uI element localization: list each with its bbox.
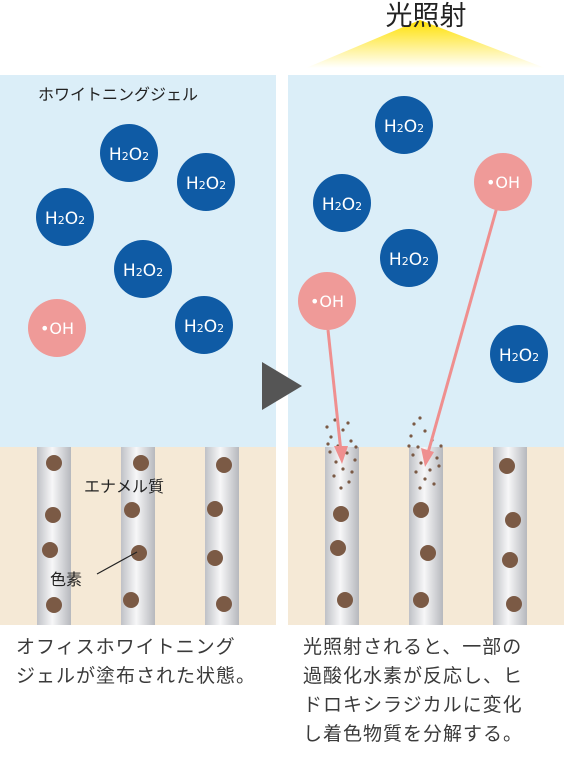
h2o2-molecule: H2O2	[380, 229, 438, 287]
pigment-dot	[131, 545, 147, 561]
light-label: 光照射	[386, 1, 467, 32]
oh-radicals: •OH •OH •OH	[28, 153, 532, 357]
pigment-dot	[499, 458, 515, 474]
h2o2-molecule: H2O2	[36, 188, 94, 246]
svg-text:H2O2: H2O2	[45, 209, 85, 229]
caption-after: 光照射されると、一部の 過酸化水素が反応し、ヒ ドロキシラジカルに変化 し着色物…	[303, 636, 524, 745]
pigment-dot	[42, 542, 58, 558]
oh-radical: •OH	[474, 153, 532, 211]
h2o2-molecule: H2O2	[375, 96, 433, 154]
caption-before: オフィスホワイトニング ジェルが塗布された状態。	[16, 636, 257, 687]
h2o2-molecule: H2O2	[114, 240, 172, 298]
attack-arrow-head	[334, 446, 348, 464]
svg-text:H2O2: H2O2	[184, 317, 224, 337]
pigment-dot	[207, 550, 223, 566]
pigment-dot	[333, 506, 349, 522]
pigment-dot	[505, 512, 521, 528]
pigment-dot	[207, 501, 223, 517]
h2o2-molecule: H2O2	[177, 153, 235, 211]
pigment-dot	[506, 596, 522, 612]
h2o2-molecule: H2O2	[175, 296, 233, 354]
pigment-dot	[124, 502, 140, 518]
svg-text:H2O2: H2O2	[186, 174, 226, 194]
pigment-dot	[46, 455, 62, 471]
pigment-dot	[337, 592, 353, 608]
pigments	[42, 455, 522, 613]
pigment-dot	[502, 552, 518, 568]
pigment-dot	[413, 502, 429, 518]
enamel-tube	[493, 447, 527, 625]
svg-text:H2O2: H2O2	[384, 117, 424, 137]
enamel-tube	[37, 447, 71, 625]
pigment-pointer	[96, 551, 138, 575]
attack-arrow-head	[421, 448, 434, 467]
svg-text:H2O2: H2O2	[123, 261, 163, 281]
h2o2-molecules: H2O2 H2O2 H2O2 H2O2 H2O2 H2O2 H2O2 H2O2	[36, 96, 548, 383]
pigment-dot	[330, 540, 346, 556]
pigment-dot	[420, 545, 436, 561]
enamel-tubes	[37, 447, 527, 625]
h2o2-molecule: H2O2	[313, 174, 371, 232]
enamel-tube	[205, 447, 239, 625]
svg-text:•OH: •OH	[310, 292, 344, 311]
pigment-dot	[123, 592, 139, 608]
attack-arrow	[426, 206, 499, 454]
svg-text:H2O2: H2O2	[322, 195, 362, 215]
attack-arrow	[326, 329, 343, 453]
svg-text:•OH: •OH	[40, 319, 74, 338]
attack-arrows	[326, 206, 499, 467]
enamel-label: エナメル質	[84, 477, 164, 496]
svg-text:H2O2: H2O2	[499, 346, 539, 366]
gel-label: ホワイトニングジェル	[38, 85, 198, 104]
oh-radical: •OH	[298, 272, 356, 330]
svg-text:•OH: •OH	[486, 173, 520, 192]
transition-arrow	[262, 362, 302, 410]
pigment-dot	[46, 597, 62, 613]
svg-text:H2O2: H2O2	[389, 250, 429, 270]
pigment-dot	[133, 455, 149, 471]
pigment-label: 色素	[50, 570, 82, 589]
decomposed-particles	[325, 416, 443, 490]
pigment-dot	[216, 596, 232, 612]
svg-text:H2O2: H2O2	[109, 145, 149, 165]
h2o2-molecule: H2O2	[100, 124, 158, 182]
oh-radical: •OH	[28, 299, 86, 357]
light-beam	[306, 20, 545, 68]
h2o2-molecule: H2O2	[490, 325, 548, 383]
pigment-dot	[216, 457, 232, 473]
pigment-dot	[45, 507, 61, 523]
pigment-dot	[413, 592, 429, 608]
